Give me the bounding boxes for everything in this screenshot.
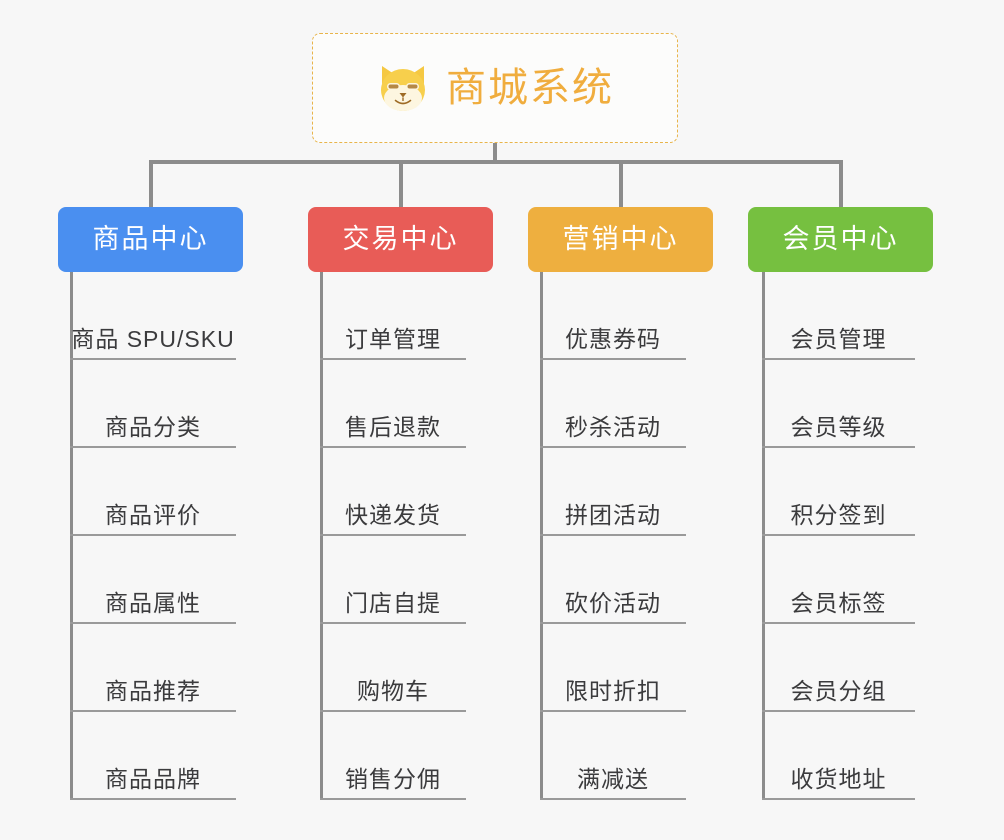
leaf-label: 商品品牌 bbox=[105, 765, 201, 792]
branch-header-label: 营销中心 bbox=[562, 224, 679, 254]
leaf-label: 商品属性 bbox=[105, 589, 201, 616]
list-item[interactable]: 售后退款 bbox=[320, 360, 466, 448]
root-title: 商城系统 bbox=[446, 66, 614, 110]
leaf-list-product-center: 商品 SPU/SKU 商品分类 商品评价 商品属性 商品推荐 商品品牌 bbox=[70, 272, 236, 800]
leaf-label: 秒杀活动 bbox=[565, 413, 661, 440]
branch-header-product-center[interactable]: 商品中心 bbox=[58, 207, 243, 272]
list-item[interactable]: 销售分佣 bbox=[320, 712, 466, 800]
branch-member-center: 会员中心 bbox=[748, 207, 933, 272]
leaf-list-trade-center: 订单管理 售后退款 快递发货 门店自提 购物车 销售分佣 bbox=[320, 272, 466, 800]
list-item[interactable]: 商品评价 bbox=[70, 448, 236, 536]
leaf-label: 砍价活动 bbox=[565, 589, 661, 616]
branch-spine-member-center bbox=[762, 272, 765, 800]
leaf-label: 销售分佣 bbox=[345, 765, 441, 792]
list-item[interactable]: 会员管理 bbox=[762, 272, 915, 360]
leaf-list-marketing-center: 优惠券码 秒杀活动 拼团活动 砍价活动 限时折扣 满减送 bbox=[540, 272, 686, 800]
branch-header-trade-center[interactable]: 交易中心 bbox=[308, 207, 493, 272]
leaf-label: 商品推荐 bbox=[105, 677, 201, 704]
leaf-label: 优惠券码 bbox=[565, 325, 661, 352]
list-item[interactable]: 快递发货 bbox=[320, 448, 466, 536]
branch-product-center: 商品中心 bbox=[58, 207, 243, 272]
list-item[interactable]: 会员等级 bbox=[762, 360, 915, 448]
leaf-label: 会员标签 bbox=[790, 589, 887, 616]
branch-spine-trade-center bbox=[320, 272, 323, 800]
connector-drop-trade-center bbox=[399, 160, 403, 208]
branch-trade-center: 交易中心 bbox=[308, 207, 493, 272]
list-item[interactable]: 门店自提 bbox=[320, 536, 466, 624]
leaf-label: 商品 SPU/SKU bbox=[71, 325, 235, 352]
leaf-list-member-center: 会员管理 会员等级 积分签到 会员标签 会员分组 收货地址 bbox=[762, 272, 915, 800]
leaf-label: 积分签到 bbox=[790, 501, 887, 528]
leaf-label: 拼团活动 bbox=[565, 501, 661, 528]
branch-header-label: 会员中心 bbox=[782, 224, 899, 254]
branch-header-label: 交易中心 bbox=[342, 224, 459, 254]
leaf-label: 订单管理 bbox=[345, 325, 441, 352]
leaf-label: 商品评价 bbox=[105, 501, 201, 528]
list-item[interactable]: 收货地址 bbox=[762, 712, 915, 800]
leaf-label: 满减送 bbox=[577, 765, 649, 792]
leaf-label: 会员等级 bbox=[790, 413, 887, 440]
leaf-label: 会员分组 bbox=[790, 677, 887, 704]
leaf-label: 限时折扣 bbox=[565, 677, 661, 704]
list-item[interactable]: 商品品牌 bbox=[70, 712, 236, 800]
branch-spine-marketing-center bbox=[540, 272, 543, 800]
branch-marketing-center: 营销中心 bbox=[528, 207, 713, 272]
list-item[interactable]: 订单管理 bbox=[320, 272, 466, 360]
list-item[interactable]: 秒杀活动 bbox=[540, 360, 686, 448]
shiba-dog-icon bbox=[381, 66, 425, 113]
list-item[interactable]: 会员分组 bbox=[762, 624, 915, 712]
connector-horizontal-bus bbox=[149, 160, 843, 164]
list-item[interactable]: 限时折扣 bbox=[540, 624, 686, 712]
list-item[interactable]: 商品 SPU/SKU bbox=[70, 272, 236, 360]
list-item[interactable]: 积分签到 bbox=[762, 448, 915, 536]
list-item[interactable]: 购物车 bbox=[320, 624, 466, 712]
leaf-label: 收货地址 bbox=[790, 765, 887, 792]
list-item[interactable]: 满减送 bbox=[540, 712, 686, 800]
leaf-label: 门店自提 bbox=[345, 589, 441, 616]
list-item[interactable]: 优惠券码 bbox=[540, 272, 686, 360]
list-item[interactable]: 商品分类 bbox=[70, 360, 236, 448]
list-item[interactable]: 会员标签 bbox=[762, 536, 915, 624]
list-item[interactable]: 拼团活动 bbox=[540, 448, 686, 536]
connector-root-stem bbox=[493, 143, 497, 163]
list-item[interactable]: 商品推荐 bbox=[70, 624, 236, 712]
branch-header-member-center[interactable]: 会员中心 bbox=[748, 207, 933, 272]
list-item[interactable]: 砍价活动 bbox=[540, 536, 686, 624]
leaf-label: 售后退款 bbox=[345, 413, 441, 440]
leaf-label: 快递发货 bbox=[345, 501, 441, 528]
connector-drop-product-center bbox=[149, 160, 153, 208]
branch-header-label: 商品中心 bbox=[92, 224, 209, 254]
leaf-label: 会员管理 bbox=[790, 325, 887, 352]
leaf-label: 购物车 bbox=[357, 677, 429, 704]
branch-spine-product-center bbox=[70, 272, 73, 800]
branch-header-marketing-center[interactable]: 营销中心 bbox=[528, 207, 713, 272]
list-item[interactable]: 商品属性 bbox=[70, 536, 236, 624]
root-node[interactable]: 商城系统 bbox=[312, 33, 678, 143]
connector-drop-marketing-center bbox=[619, 160, 623, 208]
leaf-label: 商品分类 bbox=[105, 413, 201, 440]
connector-drop-member-center bbox=[839, 160, 843, 208]
